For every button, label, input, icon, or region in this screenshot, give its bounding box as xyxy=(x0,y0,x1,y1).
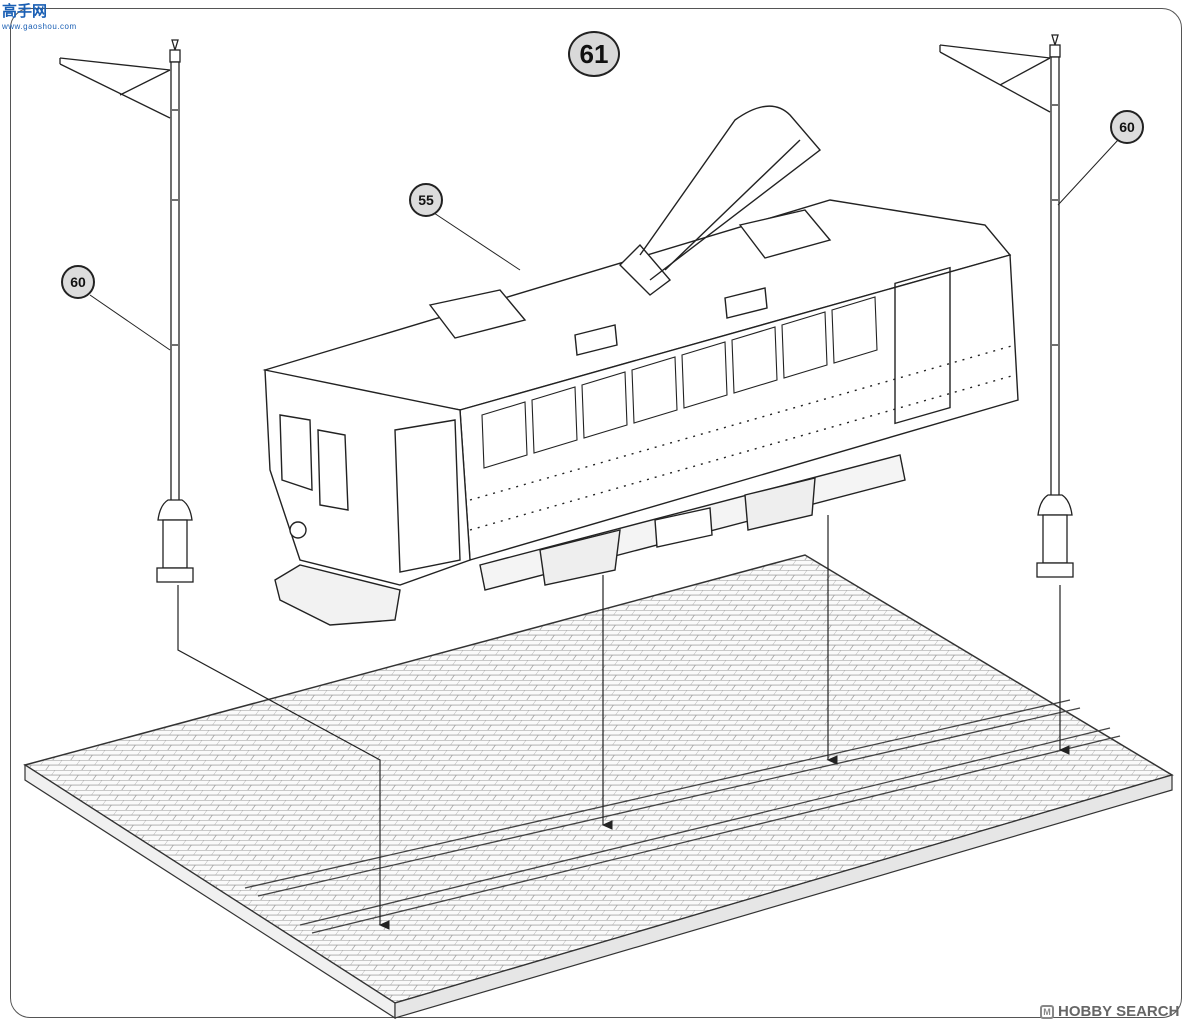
lamp-post-right xyxy=(939,34,1074,578)
tram-windows xyxy=(481,296,878,469)
callout-leaders xyxy=(89,139,1119,351)
watermark-bottom-right: M HOBBY SEARCH xyxy=(1040,1003,1179,1020)
part-callout-60-left: 60 xyxy=(61,265,95,299)
part-callout-60-right: 60 xyxy=(1110,110,1144,144)
cobblestone-base xyxy=(23,554,1174,1020)
watermark-bottom-text: HOBBY SEARCH xyxy=(1058,1003,1180,1020)
tram-tracks xyxy=(244,699,1121,934)
lamp-post-left xyxy=(59,39,194,583)
guide-arrows xyxy=(177,515,1070,930)
hobby-search-logo-icon: M xyxy=(1040,1004,1054,1019)
watermark-top-url: www.gaoshou.com xyxy=(2,22,77,31)
part-callout-55: 55 xyxy=(409,183,443,217)
step-number-badge: 61 xyxy=(568,31,620,77)
page-frame xyxy=(10,8,1182,1018)
watermark-top-title: 高手网 xyxy=(2,3,48,20)
tram-car xyxy=(262,105,1019,626)
watermark-top-left: 高手网 www.gaoshou.com xyxy=(2,4,77,34)
